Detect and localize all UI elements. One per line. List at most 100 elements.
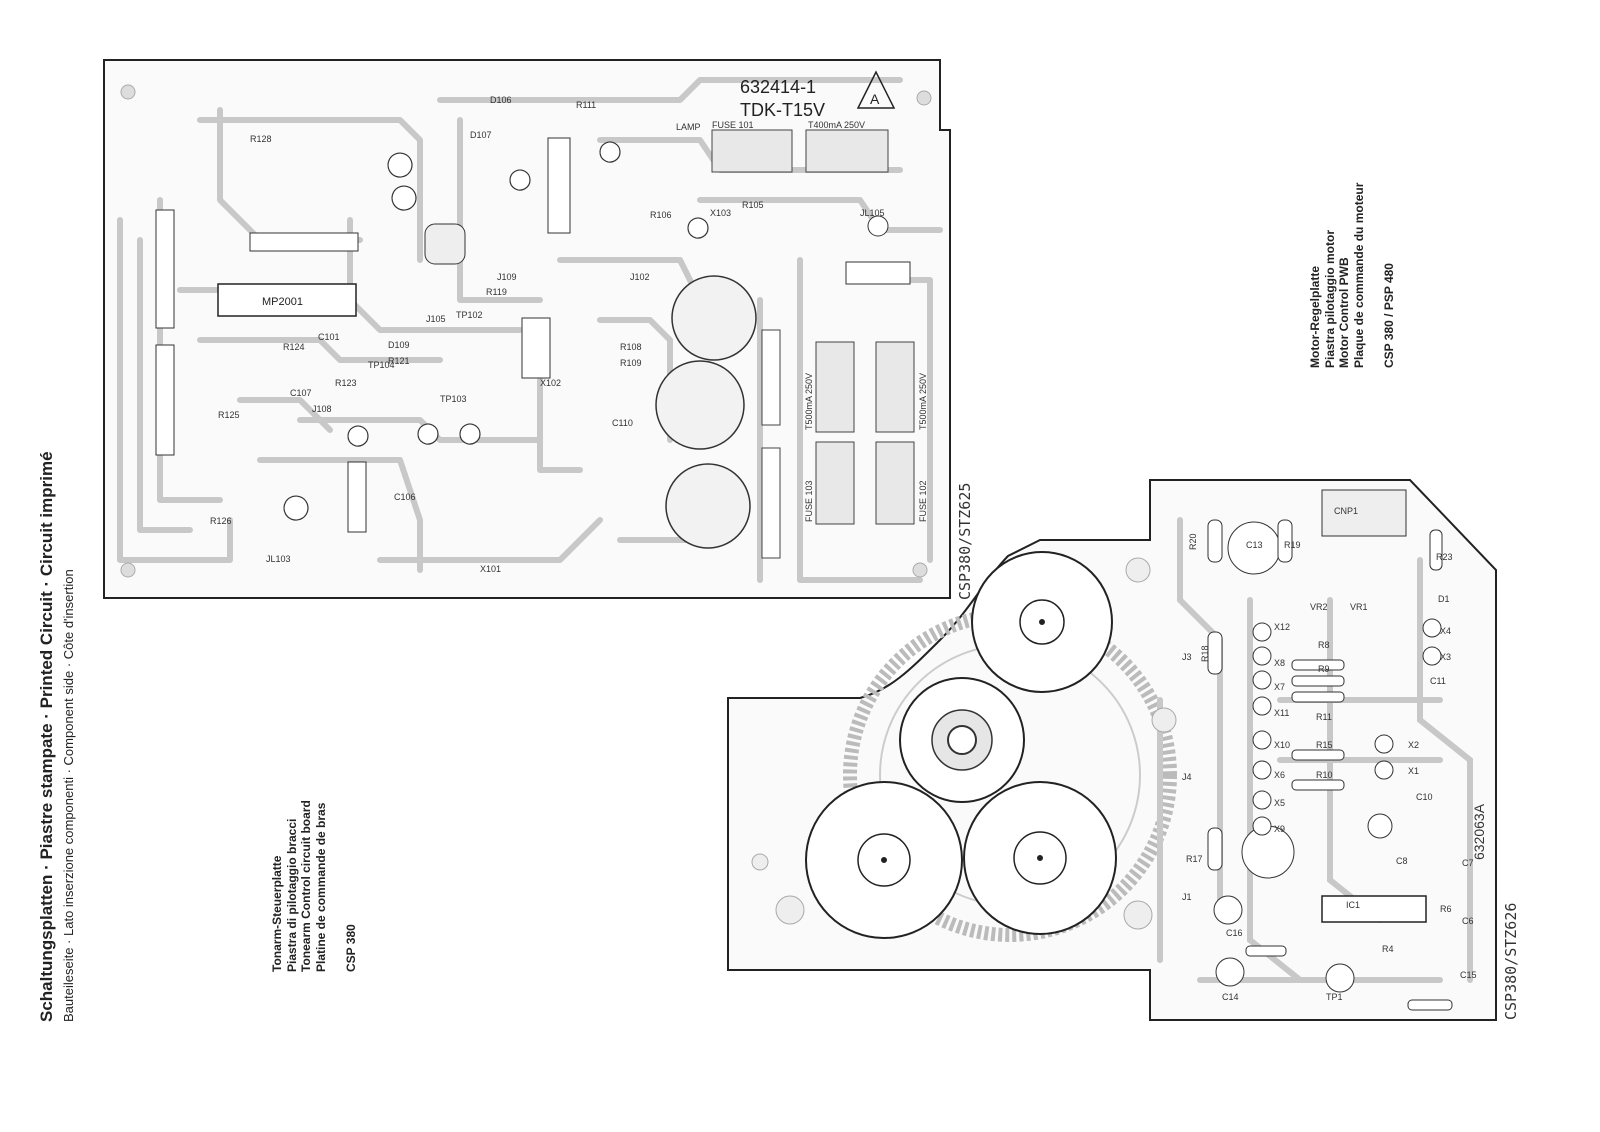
svg-text:R11: R11 [1316,712,1332,722]
svg-text:R4: R4 [1382,944,1394,954]
svg-text:R10: R10 [1316,770,1333,780]
svg-text:X3: X3 [1440,652,1451,662]
tr101-connector [547,137,571,234]
svg-text:TP102: TP102 [456,310,483,320]
svg-text:J109: J109 [497,272,517,282]
bd102 [761,447,781,559]
svg-text:TP1: TP1 [1326,992,1343,1002]
svg-text:D106: D106 [490,95,512,105]
tonearm-transistors [283,141,709,521]
motor-mounting-holes [751,557,1177,930]
fuse-101-holder [805,129,889,173]
svg-text:X1: X1 [1408,766,1419,776]
ic1 [1321,895,1427,923]
svg-text:R121: R121 [388,356,410,366]
svg-text:X7: X7 [1274,682,1285,692]
platter-speed-ring [843,608,1177,942]
svg-text:D1: D1 [1438,594,1450,604]
svg-text:C106: C106 [394,492,416,502]
svg-text:C15: C15 [1460,970,1477,980]
c16-capacitor [1213,895,1243,925]
svg-text:J105: J105 [426,314,446,324]
svg-text:R119: R119 [486,287,507,297]
jl102-connector [155,344,175,456]
svg-text:TP103: TP103 [440,394,467,404]
svg-text:R111: R111 [576,100,596,110]
svg-text:D109: D109 [388,340,410,350]
fuse-102-rating: T500mA 250V [918,373,928,430]
c104-capacitor [867,215,889,237]
svg-text:R105: R105 [742,200,764,210]
svg-text:J102: J102 [630,272,650,282]
svg-text:X103: X103 [710,208,731,218]
fuse-102-holder-top [875,341,915,433]
svg-text:R19: R19 [1284,540,1301,550]
bd101 [761,329,781,426]
svg-text:R125: R125 [218,410,240,420]
motor-coils [805,551,1117,939]
jl104-connector [347,461,367,533]
svg-text:R23: R23 [1436,552,1453,562]
tonearm-mounting-holes [120,84,932,578]
svg-text:X5: X5 [1274,798,1285,808]
tonearm-revision-mark: A [870,91,880,107]
svg-text:C10: C10 [1416,792,1433,802]
svg-text:R17: R17 [1186,854,1203,864]
svg-text:X9: X9 [1274,824,1285,834]
svg-text:R106: R106 [650,210,672,220]
c102-capacitor [655,360,745,450]
svg-text:J108: J108 [312,404,332,414]
fuse-101-body [711,129,793,173]
svg-text:R6: R6 [1440,904,1452,914]
svg-text:C11: C11 [1430,676,1446,686]
svg-text:R123: R123 [335,378,357,388]
svg-text:R126: R126 [210,516,232,526]
fuse-103-holder-bottom [815,441,855,525]
c101-capacitor [665,463,751,549]
svg-text:JL105: JL105 [860,208,885,218]
svg-text:IC1: IC1 [1346,900,1360,910]
fuse-101-rating: T400mA 250V [808,120,865,130]
svg-text:C8: C8 [1396,856,1408,866]
c14-capacitor [1215,957,1245,987]
svg-text:X101: X101 [480,564,501,574]
tonearm-model-code: TDK-T15V [740,100,825,120]
jl101-connector [155,209,175,329]
svg-text:D107: D107 [470,130,492,140]
ic-mp2001 [217,283,357,317]
fuse-103-rating: T500mA 250V [804,373,814,430]
fuse-101-label: FUSE 101 [712,120,754,130]
tonearm-part-number: 632414-1 [740,77,816,97]
svg-text:X6: X6 [1274,770,1285,780]
svg-text:JL103: JL103 [266,554,291,564]
motor-component-labels: R20 C13 R19 CNP1 R18 R8 R9 R11 R15 R10 X… [1182,506,1477,1002]
svg-text:LAMP: LAMP [676,122,701,132]
svg-text:C14: C14 [1222,992,1239,1002]
svg-text:X102: X102 [540,378,561,388]
svg-text:X10: X10 [1274,740,1290,750]
svg-text:X2: X2 [1408,740,1419,750]
svg-text:C13: C13 [1246,540,1263,550]
svg-text:CNP1: CNP1 [1334,506,1358,516]
svg-text:C101: C101 [318,332,340,342]
fuse-103-holder-top [815,341,855,433]
svg-text:R15: R15 [1316,740,1333,750]
c103-capacitor [671,275,757,361]
c12-capacitor [1241,825,1295,879]
svg-text:R124: R124 [283,342,305,352]
jl106-connector [249,232,359,252]
svg-text:X12: X12 [1274,622,1290,632]
fuse-102-label: FUSE 102 [918,480,928,522]
svg-text:C6: C6 [1462,916,1474,926]
motor-transistors [1252,618,1442,836]
c4-capacitor [1325,963,1355,993]
svg-text:R20: R20 [1188,533,1198,550]
ic-mp2001-label: MP2001 [262,296,303,308]
fuse-102-holder-bottom [875,441,915,525]
svg-text:R108: R108 [620,342,642,352]
motor-resistors [1207,519,1453,1011]
svg-text:VR2: VR2 [1310,602,1328,612]
